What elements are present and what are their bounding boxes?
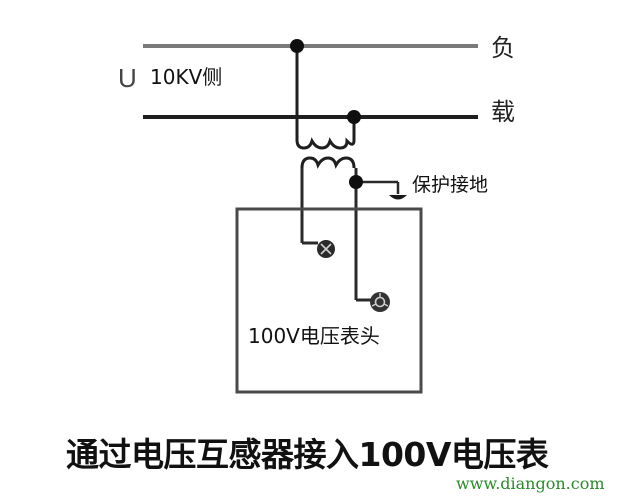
terminal-2-icon bbox=[370, 292, 390, 312]
voltage-symbol-label: U bbox=[118, 63, 137, 93]
terminal-1-icon bbox=[317, 240, 335, 258]
diagram-title: 通过电压互感器接入100V电压表 bbox=[66, 435, 549, 474]
junction-dot-top bbox=[290, 39, 304, 53]
ground-icon bbox=[389, 195, 407, 200]
junction-dot-ground bbox=[349, 175, 363, 189]
meter-box bbox=[235, 207, 423, 394]
high-voltage-side-label: 10KV侧 bbox=[150, 65, 223, 89]
protective-ground-label: 保护接地 bbox=[412, 174, 489, 196]
meter-head-label: 100V电压表头 bbox=[248, 324, 380, 348]
primary-coil-icon bbox=[295, 137, 356, 150]
junction-dot-bottom bbox=[347, 110, 361, 124]
watermark: www.diangon.com bbox=[456, 474, 605, 493]
load-label-bottom: 载 bbox=[491, 98, 515, 126]
load-label-top: 负 bbox=[491, 34, 515, 62]
secondary-coil-icon bbox=[300, 156, 356, 169]
